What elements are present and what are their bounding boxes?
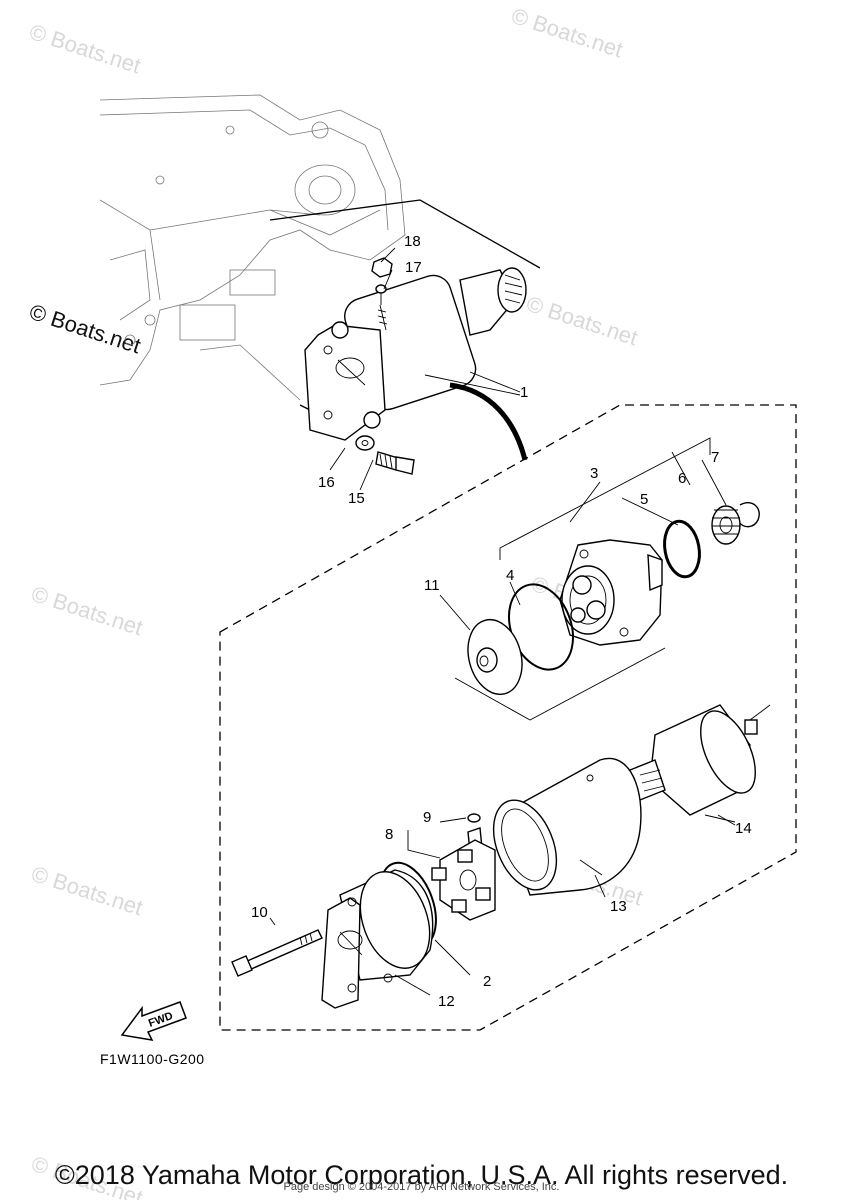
pinion-gear-part <box>711 505 741 545</box>
front-cover-part <box>559 539 663 646</box>
watermark-text: © Boats.net <box>26 19 143 78</box>
circlip-part <box>738 502 760 528</box>
watermark-text-dark: © Boats.net <box>26 299 143 358</box>
diagram-code: F1W1100-G200 <box>100 1051 205 1067</box>
callout-4: 4 <box>506 567 514 584</box>
rear-cover-part <box>321 861 437 1009</box>
callout-10: 10 <box>251 904 268 921</box>
watermark-text: © Boats.net <box>28 581 145 640</box>
exploded-view-box <box>219 404 797 1031</box>
callout-6: 6 <box>678 470 686 487</box>
callout-5: 5 <box>640 491 648 508</box>
plate-part <box>467 618 523 696</box>
watermark-text: © Boats.net <box>523 291 640 350</box>
callout-11: 11 <box>424 577 440 594</box>
callout-9: 9 <box>423 809 431 826</box>
watermark-text: © Boats.net <box>508 3 625 62</box>
callout-1: 1 <box>520 384 528 401</box>
callouts: 1 2 3 4 5 6 7 8 9 10 11 12 13 14 15 16 1… <box>251 233 752 1010</box>
o-ring-part <box>663 519 701 579</box>
engine-block-outline <box>99 94 406 401</box>
callout-13: 13 <box>610 898 627 915</box>
callout-7: 7 <box>711 449 719 466</box>
watermark-text: © Boats.net <box>28 861 145 920</box>
callout-8: 8 <box>385 826 393 843</box>
watermarks: © Boats.net © Boats.net © Boats.net © Bo… <box>26 3 645 1200</box>
callout-3: 3 <box>590 465 598 482</box>
callout-18: 18 <box>404 233 421 250</box>
callout-16: 16 <box>318 474 335 491</box>
page-design-notice: Page design © 2004-2017 by ARI Network S… <box>283 1181 560 1193</box>
callout-12: 12 <box>438 993 455 1010</box>
callout-15: 15 <box>348 490 365 507</box>
fwd-arrow-icon: FWD <box>120 1001 187 1041</box>
callout-2: 2 <box>483 973 491 990</box>
starter-motor-assembly <box>269 199 541 461</box>
brush-holder-part <box>407 813 496 921</box>
armature-part <box>629 704 771 826</box>
through-bolt-part <box>231 929 323 977</box>
leader-lines <box>269 247 736 996</box>
callout-14: 14 <box>735 820 752 837</box>
copyright-notice: ©2018 Yamaha Motor Corporation, U.S.A. A… <box>54 1160 789 1190</box>
yoke-part <box>492 757 642 896</box>
callout-17: 17 <box>405 259 422 276</box>
group-brackets <box>439 437 727 721</box>
